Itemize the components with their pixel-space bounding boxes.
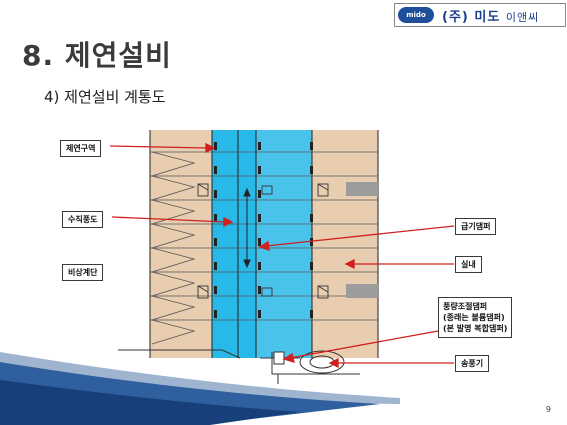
label-stairwell: 비상계단 [62, 264, 104, 281]
label-vertical-duct: 수직풍도 [62, 211, 104, 228]
page-title: 8. 제연설비 [22, 39, 172, 72]
room-zone [312, 130, 378, 358]
label-supply-damper: 급기댐퍼 [455, 218, 497, 235]
page-subtitle: 4) 제연설비 계통도 [44, 88, 166, 106]
company-logo: mido (주) 미도 이앤씨 [394, 3, 566, 27]
page-number: 9 [545, 405, 551, 414]
label-volume-damper: 풍량조절댐퍼 (종래는 볼륨댐퍼) (본 발명 복합댐퍼) [438, 297, 513, 338]
company-name: (주) 미도 이앤씨 [442, 9, 540, 25]
stairwell-wall-left [150, 130, 212, 358]
label-blower: 송풍기 [455, 355, 490, 372]
label-room: 실내 [455, 256, 482, 273]
label-smoke-zone: 제연구역 [60, 140, 102, 157]
logo-badge: mido [398, 7, 434, 23]
